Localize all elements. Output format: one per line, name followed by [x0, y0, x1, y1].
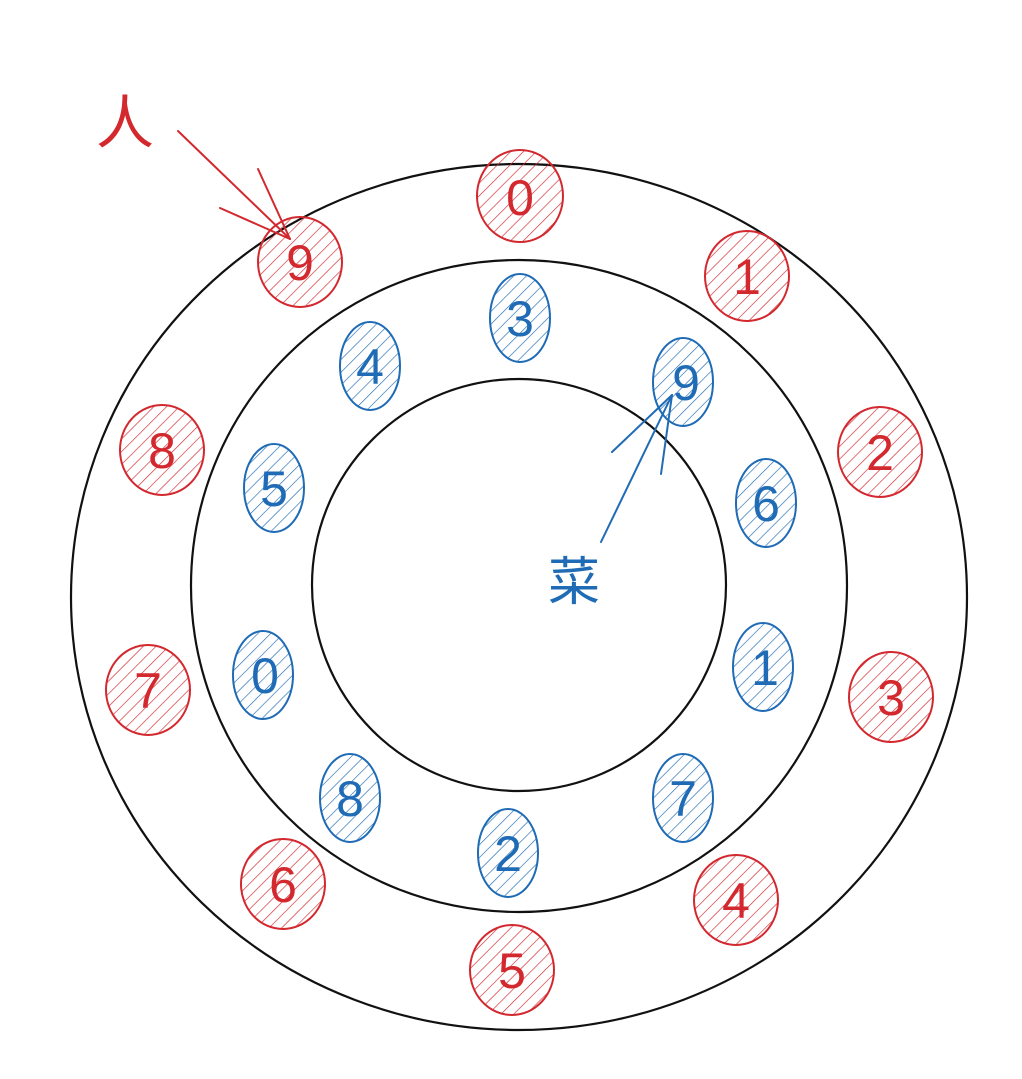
inner-seat: 0 — [232, 630, 294, 720]
inner-seat-number: 9 — [672, 355, 700, 411]
inner-seat: 8 — [319, 753, 381, 843]
person-arrow — [177, 130, 291, 240]
outer-seat: 2 — [837, 406, 923, 498]
inner-seat: 1 — [732, 622, 794, 712]
inner-ring — [310, 377, 728, 793]
outer-seat: 3 — [848, 651, 934, 743]
outer-seat-number: 9 — [286, 235, 314, 291]
middle-ring — [189, 258, 849, 914]
inner-seat-number: 4 — [356, 339, 384, 395]
outer-seat-number: 3 — [877, 670, 905, 726]
inner-seat-number: 0 — [251, 648, 279, 704]
inner-seat-number: 2 — [494, 826, 522, 882]
outer-seat: 9 — [257, 216, 343, 308]
outer-seat-number: 0 — [506, 170, 534, 226]
inner-seat-number: 3 — [506, 291, 534, 347]
inner-seat: 2 — [477, 808, 539, 898]
outer-seat-number: 6 — [269, 857, 297, 913]
outer-seat: 0 — [476, 149, 564, 243]
inner-seat-number: 6 — [752, 476, 780, 532]
inner-seat-number: 7 — [669, 771, 697, 827]
outer-seat-number: 8 — [148, 423, 176, 479]
outer-seat-number: 5 — [498, 943, 526, 999]
outer-seat-number: 4 — [722, 873, 750, 929]
inner-seat: 7 — [652, 753, 714, 843]
person-label: 人 — [96, 91, 154, 156]
outer-seat: 5 — [469, 924, 555, 1016]
outer-seat: 7 — [105, 644, 191, 736]
inner-seat-number: 5 — [260, 461, 288, 517]
inner-seat-number: 1 — [751, 640, 779, 696]
dish-label: 菜 — [548, 554, 600, 612]
outer-seat-number: 7 — [134, 663, 162, 719]
inner-seat: 6 — [735, 458, 797, 548]
inner-seat: 4 — [339, 321, 401, 411]
outer-seat: 8 — [119, 404, 205, 496]
inner-seat: 5 — [243, 443, 305, 533]
outer-seat: 6 — [240, 838, 326, 930]
outer-seat: 4 — [693, 854, 779, 946]
dish-arrow — [600, 394, 673, 543]
inner-seat: 3 — [489, 273, 551, 363]
outer-seat-number: 1 — [733, 249, 761, 305]
inner-seat: 9 — [652, 337, 714, 427]
inner-seat-number: 8 — [336, 771, 364, 827]
outer-seat: 1 — [704, 230, 790, 322]
outer-seat-number: 2 — [866, 425, 894, 481]
